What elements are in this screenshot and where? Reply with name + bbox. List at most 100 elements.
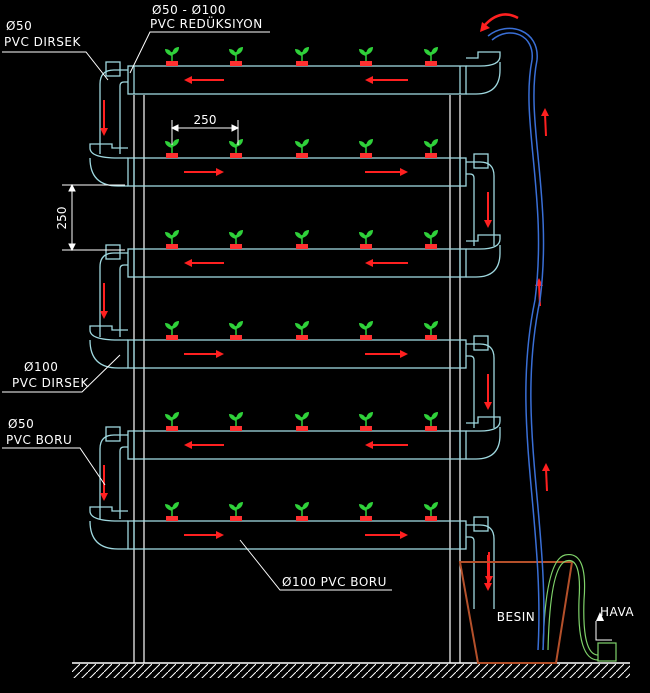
seedling-icon — [229, 502, 243, 521]
return-hose — [491, 32, 540, 651]
seedling-icon — [295, 502, 309, 521]
flow-arrow-icon — [365, 168, 408, 176]
pvc-elbow-50-inner — [119, 264, 128, 337]
support-frame — [133, 95, 461, 663]
seedling-icon — [359, 139, 373, 158]
pvc-elbow-50-inner — [466, 355, 475, 428]
pvc-pipe-100 — [127, 430, 467, 460]
flow-arrow-icon — [365, 531, 408, 539]
seedling-icon — [424, 47, 438, 66]
pvc-elbow-100 — [466, 245, 501, 278]
seedling-icon — [424, 139, 438, 158]
pvc-elbow-50 — [99, 252, 128, 337]
pvc-pipe-100 — [127, 65, 467, 95]
pvc-reducer — [105, 426, 121, 442]
seedling-icon — [165, 47, 179, 66]
pvc-elbow-100 — [89, 157, 128, 187]
pvc-reducer — [105, 61, 121, 77]
seedling-icon — [229, 139, 243, 158]
pvc-elbow-100 — [466, 234, 501, 250]
boru50-name-label: PVC BORU — [6, 433, 72, 447]
level-spacing-label: 250 — [55, 207, 69, 230]
seedling-icon — [424, 321, 438, 340]
pvc-pipe-100 — [127, 248, 467, 278]
pvc-pipe-100 — [127, 157, 467, 187]
seedling-icon — [359, 502, 373, 521]
seedling-icon — [359, 321, 373, 340]
flow-arrow-icon — [184, 441, 224, 449]
seedling-icon — [359, 412, 373, 431]
seedling-icon — [165, 412, 179, 431]
seedling-icon — [295, 47, 309, 66]
seedling-icon — [295, 139, 309, 158]
seedling-icon — [229, 412, 243, 431]
return-hose-inner — [487, 27, 545, 651]
pipe-system — [89, 51, 501, 609]
pvc-elbow-100 — [466, 62, 501, 95]
seedling-icon — [165, 139, 179, 158]
seedling-icon — [359, 47, 373, 66]
flow-arrow-icon — [365, 350, 408, 358]
pvc-pipe-100 — [127, 339, 467, 369]
seedling-icon — [359, 230, 373, 249]
pvc-reducer — [473, 153, 489, 169]
seedling-icon — [424, 230, 438, 249]
air-hose — [542, 553, 599, 656]
down-flow-arrow-icon — [100, 465, 108, 501]
seedling-icon — [295, 230, 309, 249]
pvc-reducer — [105, 244, 121, 260]
pvc-elbow-50-inner — [466, 536, 475, 609]
dirsek50-name-label: PVC DIRSEK — [4, 35, 81, 49]
annotation-leaders — [2, 31, 612, 641]
seedling-icon — [295, 321, 309, 340]
seedling-icon — [165, 502, 179, 521]
level-spacing-dimension — [62, 183, 125, 252]
pvc-pipe-100 — [127, 520, 467, 550]
pvc-elbow-50 — [466, 524, 495, 609]
seedling-icon — [229, 321, 243, 340]
flow-arrow-icon — [184, 259, 224, 267]
air-pointer-icon — [596, 612, 604, 621]
nutrient-tank — [458, 561, 574, 664]
seedling-icon — [295, 412, 309, 431]
down-flow-arrow-icon — [100, 100, 108, 136]
pvc-elbow-50-inner — [466, 173, 475, 246]
boru50-diameter-label: Ø50 — [8, 417, 34, 431]
flow-arrow-icon — [184, 531, 224, 539]
pvc-elbow-50-inner — [119, 446, 128, 519]
seedling-icon — [424, 502, 438, 521]
boru100-label: Ø100 PVC BORU — [282, 575, 387, 589]
tank-label: BESIN — [497, 610, 535, 624]
air-hose-inner — [547, 559, 599, 661]
seedling-icon — [229, 47, 243, 66]
pvc-elbow-100 — [89, 325, 128, 341]
seedling-icon — [165, 230, 179, 249]
dirsek100-diameter-label: Ø100 — [24, 360, 58, 374]
pvc-elbow-50-inner — [119, 81, 128, 154]
pvc-elbow-100 — [466, 416, 501, 432]
reduksiyon-diameter-label: Ø50 - Ø100 — [152, 3, 226, 17]
tank-inlet-arrow-icon — [485, 552, 493, 584]
air-pump-icon — [597, 642, 617, 662]
ground — [72, 662, 630, 678]
down-flow-arrow-icon — [100, 283, 108, 319]
flow-arrow-icon — [184, 76, 224, 84]
dirsek50-diameter-label: Ø50 — [6, 19, 32, 33]
flow-arrow-icon — [365, 259, 408, 267]
plant-group — [165, 47, 438, 521]
plant-spacing-label: 250 — [194, 113, 217, 127]
pvc-elbow-100 — [466, 427, 501, 460]
down-flow-arrow-icon — [484, 192, 492, 228]
return-flow-arrowhead-icon — [480, 22, 490, 32]
flow-arrow-icon — [365, 441, 408, 449]
plant-spacing-dimension — [170, 120, 240, 145]
seedling-icon — [229, 230, 243, 249]
flow-arrow-icon — [184, 168, 224, 176]
up-flow-arrow-icon — [542, 463, 550, 492]
pvc-elbow-100 — [89, 143, 128, 159]
pvc-elbow-50 — [466, 161, 495, 246]
pvc-reducer — [473, 335, 489, 351]
seedling-icon — [165, 321, 179, 340]
